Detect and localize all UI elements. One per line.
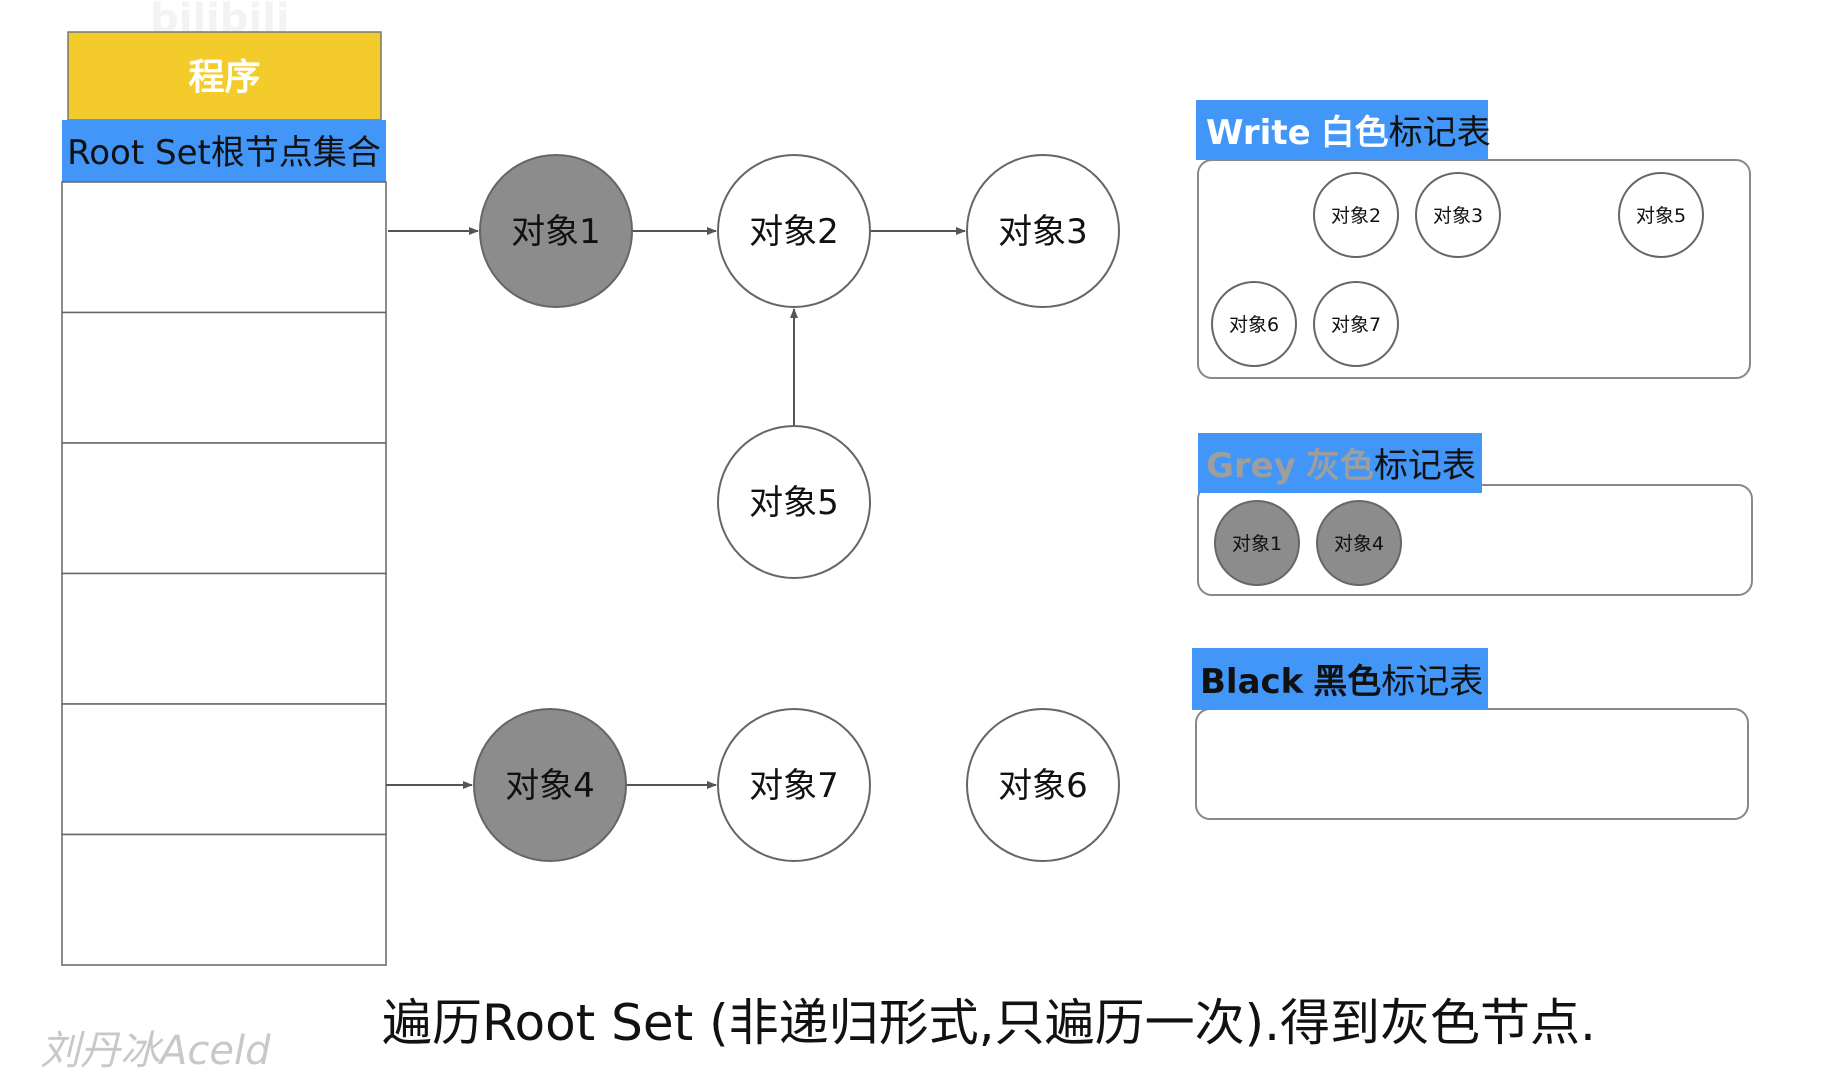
white-table-item-1-circle <box>1313 172 1399 258</box>
grey-table-item-2-label: 对象4 <box>1334 533 1384 555</box>
white-table-item-4-label: 对象6 <box>1229 314 1279 336</box>
node-obj4: 对象4 <box>473 708 627 862</box>
node-obj3-label: 对象3 <box>998 212 1088 252</box>
white-table-title-suffix: 标记表 <box>1389 113 1491 153</box>
black-table-title-en: Black <box>1200 662 1305 702</box>
node-obj1-label: 对象1 <box>511 212 601 252</box>
author-watermark: 刘丹冰Aceld <box>40 1028 271 1068</box>
white-table-item-3-circle <box>1618 172 1704 258</box>
node-obj3-circle <box>966 154 1120 308</box>
node-obj7: 对象7 <box>717 708 871 862</box>
white-table-item-5: 对象7 <box>1313 281 1399 367</box>
root-set-label: Root Set根节点集合 <box>67 133 381 173</box>
grey-table-title-bg <box>1198 433 1482 493</box>
white-table-item-4: 对象6 <box>1211 281 1297 367</box>
white-table-items: 对象2 对象3 对象5 对象6 对象7 <box>1211 172 1704 367</box>
node-obj3: 对象3 <box>966 154 1120 308</box>
white-table-item-2-circle <box>1415 172 1501 258</box>
node-obj6: 对象6 <box>966 708 1120 862</box>
root-set-slots <box>61 181 387 966</box>
node-obj4-label: 对象4 <box>505 766 595 806</box>
node-obj1: 对象1 <box>479 154 633 308</box>
grey-table-item-2: 对象4 <box>1316 500 1402 586</box>
root-set-slot-1 <box>61 181 387 314</box>
white-table-item-1-label: 对象2 <box>1331 205 1381 227</box>
program-label: 程序 <box>188 57 260 98</box>
grey-table-title-zh: 灰色 <box>1306 446 1374 486</box>
white-table-item-2-label: 对象3 <box>1433 205 1483 227</box>
grey-table-title-suffix: 标记表 <box>1374 446 1476 486</box>
white-table-item-3-label: 对象5 <box>1636 205 1686 227</box>
white-table-item-4-circle <box>1211 281 1297 367</box>
caption: 遍历Root Set (非递归形式,只遍历一次).得到灰色节点. <box>382 994 1596 1052</box>
black-table-title-zh: 黑色 <box>1313 662 1381 702</box>
node-obj4-circle <box>473 708 627 862</box>
grey-table-item-1: 对象1 <box>1214 500 1300 586</box>
black-table-title-suffix: 标记表 <box>1381 662 1483 702</box>
node-obj5: 对象5 <box>717 425 871 579</box>
root-set-slot-4 <box>61 572 387 705</box>
white-table-item-3: 对象5 <box>1618 172 1704 258</box>
white-table-item-5-circle <box>1313 281 1399 367</box>
root-set-slot-3 <box>61 442 387 575</box>
node-obj5-label: 对象5 <box>749 483 839 523</box>
white-table-title-en: Write <box>1206 113 1311 153</box>
root-set-header <box>62 120 386 182</box>
node-obj6-circle <box>966 708 1120 862</box>
black-table-title-bg <box>1192 648 1488 710</box>
white-table-title-zh: 白色 <box>1321 113 1389 153</box>
white-table-item-1: 对象2 <box>1313 172 1399 258</box>
node-obj1-circle <box>479 154 633 308</box>
node-obj6-label: 对象6 <box>998 766 1088 806</box>
grey-table-title-en: Grey <box>1206 446 1296 486</box>
node-obj5-circle <box>717 425 871 579</box>
grey-table-item-1-circle <box>1214 500 1300 586</box>
program-header <box>67 31 382 121</box>
node-obj7-label: 对象7 <box>749 766 839 806</box>
root-set-slot-6 <box>61 833 387 966</box>
node-obj2-circle <box>717 154 871 308</box>
white-table-item-2: 对象3 <box>1415 172 1501 258</box>
graph-edges <box>386 227 966 789</box>
root-set-slot-5 <box>61 703 387 836</box>
graph-nodes: 对象1 对象2 对象3 对象5 对象4 对象7 对象6 <box>473 154 1120 862</box>
node-obj2-label: 对象2 <box>749 212 839 252</box>
root-set-slot-2 <box>61 311 387 444</box>
white-table-title-bg <box>1196 100 1488 160</box>
node-obj2: 对象2 <box>717 154 871 308</box>
grey-table-items: 对象1 对象4 <box>1214 500 1402 586</box>
node-obj7-circle <box>717 708 871 862</box>
grey-table-item-1-label: 对象1 <box>1232 533 1282 555</box>
black-table-box <box>1195 708 1749 820</box>
grey-table-item-2-circle <box>1316 500 1402 586</box>
white-table-item-5-label: 对象7 <box>1331 314 1381 336</box>
